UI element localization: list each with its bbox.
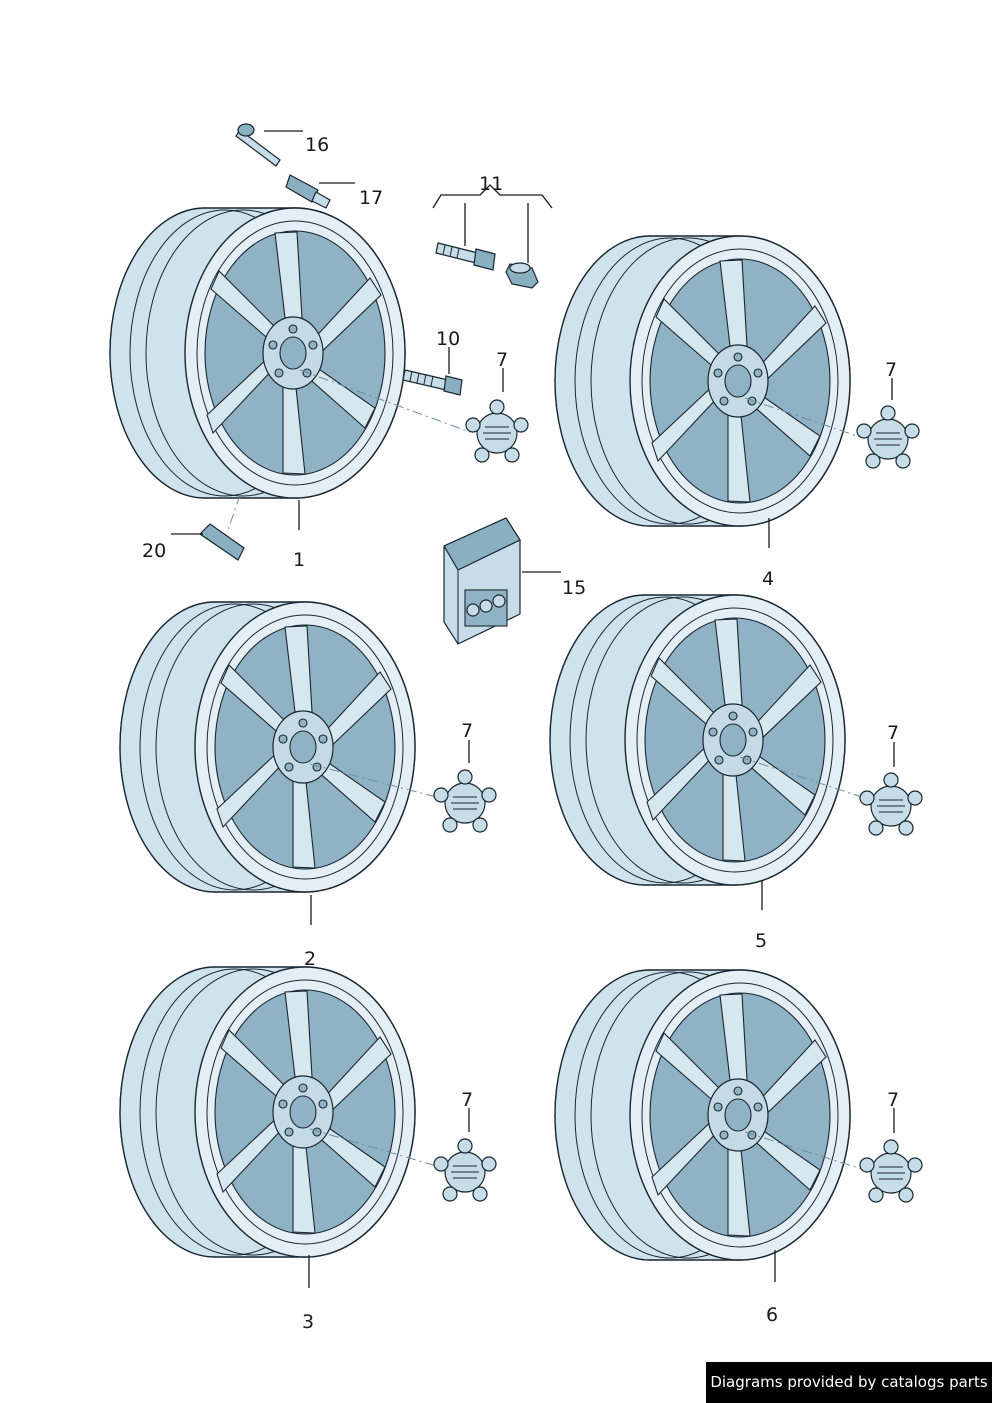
wheel-2-drawing bbox=[119, 601, 416, 893]
callout-7-e: 7 bbox=[461, 1089, 473, 1111]
center-cap-c bbox=[433, 769, 497, 833]
callout-6: 6 bbox=[766, 1304, 778, 1326]
balance-weight-drawing bbox=[199, 523, 245, 561]
center-cap-e bbox=[433, 1138, 497, 1202]
wheel-3-drawing bbox=[119, 966, 416, 1258]
callout-2: 2 bbox=[304, 948, 316, 970]
callout-5: 5 bbox=[755, 930, 767, 952]
bolt-kit-box-drawing bbox=[443, 517, 521, 645]
callout-1: 1 bbox=[293, 549, 305, 571]
callout-15: 15 bbox=[562, 577, 586, 599]
center-cap-f bbox=[859, 1139, 923, 1203]
locking-nut-drawing bbox=[505, 262, 539, 289]
wheel-1-drawing bbox=[109, 207, 406, 499]
wheel-5-drawing bbox=[549, 594, 846, 886]
callout-7-f: 7 bbox=[887, 1089, 899, 1111]
wheel-bolt-drawing bbox=[402, 369, 463, 396]
wheel-6-drawing bbox=[554, 969, 851, 1261]
credit-banner: Diagrams provided by catalogs parts bbox=[706, 1362, 992, 1403]
center-cap-d bbox=[859, 772, 923, 836]
callout-7-c: 7 bbox=[461, 720, 473, 742]
center-cap-b bbox=[856, 405, 920, 469]
callout-7-a: 7 bbox=[496, 349, 508, 371]
callout-10: 10 bbox=[436, 328, 460, 350]
callout-4: 4 bbox=[762, 568, 774, 590]
tire-valve-drawing bbox=[235, 123, 281, 167]
center-cap-a bbox=[465, 399, 529, 463]
tpms-valve-drawing bbox=[285, 174, 331, 209]
callout-16: 16 bbox=[305, 134, 329, 156]
wheel-4-drawing bbox=[554, 235, 851, 527]
callout-17: 17 bbox=[359, 187, 383, 209]
callout-7-d: 7 bbox=[887, 722, 899, 744]
callout-7-b: 7 bbox=[885, 359, 897, 381]
callout-11: 11 bbox=[479, 173, 503, 195]
callout-3: 3 bbox=[302, 1311, 314, 1333]
callout-20: 20 bbox=[142, 540, 166, 562]
locking-bolt-drawing bbox=[435, 242, 496, 271]
